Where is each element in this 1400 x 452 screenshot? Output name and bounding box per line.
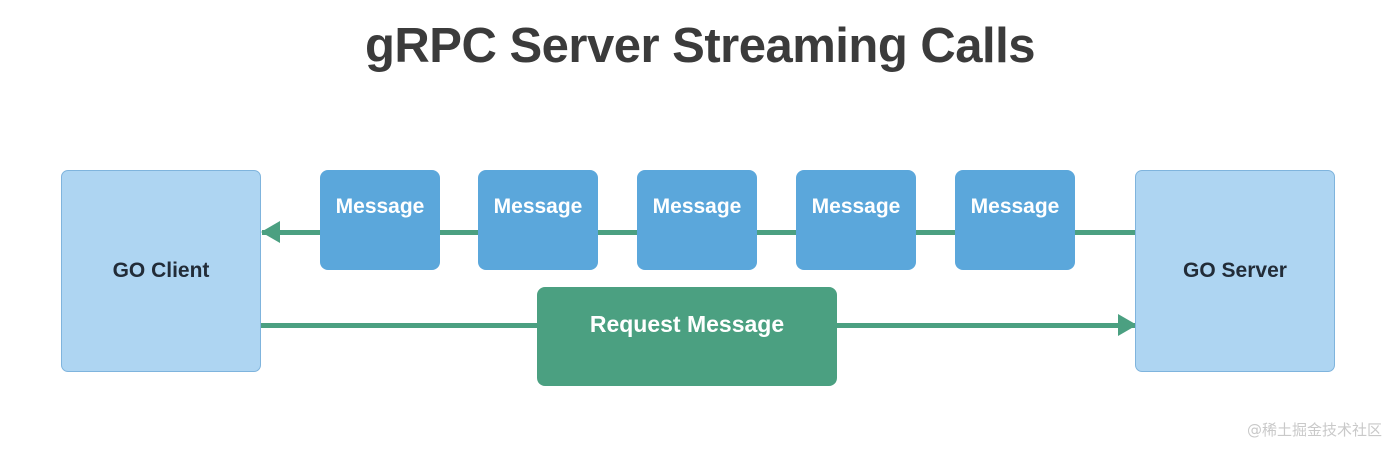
node-go-client[interactable]: GO Client bbox=[61, 170, 261, 372]
request-message-box[interactable]: Request Message bbox=[537, 287, 837, 386]
stream-arrow-left-icon bbox=[261, 221, 280, 243]
stream-message-label: Message bbox=[335, 195, 425, 218]
request-message-label: Request Message bbox=[589, 311, 785, 337]
node-go-client-label: GO Client bbox=[112, 259, 210, 282]
page-title: gRPC Server Streaming Calls bbox=[364, 19, 1036, 73]
stream-message-box[interactable]: Message bbox=[478, 170, 598, 270]
node-go-server[interactable]: GO Server bbox=[1135, 170, 1335, 372]
stream-message-box[interactable]: Message bbox=[320, 170, 440, 270]
stream-message-label: Message bbox=[811, 195, 901, 218]
watermark: @稀土掘金技术社区 bbox=[1246, 421, 1382, 439]
request-arrow-right-icon bbox=[1118, 314, 1137, 336]
stream-message-label: Message bbox=[652, 195, 742, 218]
stream-message-box[interactable]: Message bbox=[796, 170, 916, 270]
stream-message-box[interactable]: Message bbox=[637, 170, 757, 270]
stream-message-label: Message bbox=[970, 195, 1060, 218]
stream-message-label: Message bbox=[493, 195, 583, 218]
stream-message-box[interactable]: Message bbox=[955, 170, 1075, 270]
node-go-server-label: GO Server bbox=[1183, 259, 1287, 282]
